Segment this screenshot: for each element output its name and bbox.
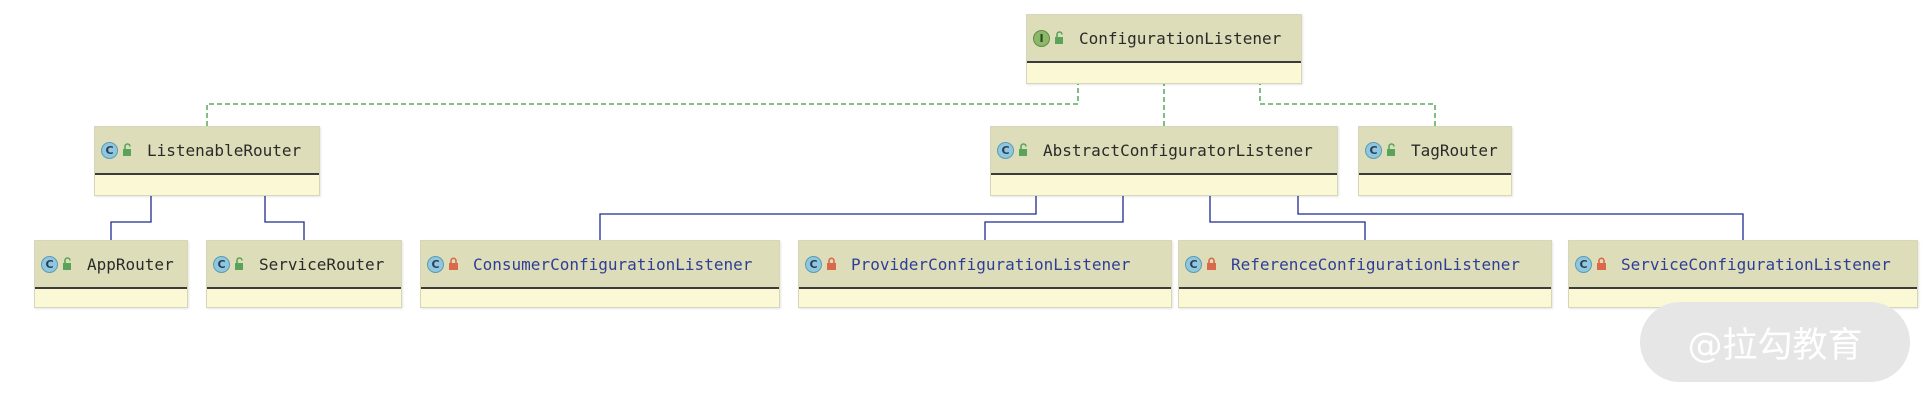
- node-body: [1027, 63, 1301, 101]
- private-access-icon: [1207, 257, 1216, 270]
- edge-app-router-to-listenable-router: [110, 184, 156, 240]
- node-label: AbstractConfiguratorListener: [1043, 140, 1313, 160]
- node-body: [95, 175, 319, 213]
- node-body: [207, 289, 401, 327]
- node-body: [799, 289, 1171, 327]
- node-body: [991, 175, 1337, 213]
- edge-service-configuration-listener-to-abstract-configurator-listener: [1293, 184, 1744, 240]
- class-icon: C: [1365, 141, 1382, 159]
- node-label: ConsumerConfigurationListener: [473, 254, 753, 274]
- node-label: ProviderConfigurationListener: [851, 254, 1131, 274]
- class-icon: C: [41, 255, 58, 273]
- private-access-icon: [1597, 257, 1606, 270]
- public-access-icon: [123, 143, 131, 156]
- node-label: ConfigurationListener: [1079, 28, 1282, 48]
- node-label: ReferenceConfigurationListener: [1231, 254, 1520, 274]
- node-provider-configuration-listener[interactable]: C ProviderConfigurationListener: [798, 240, 1172, 308]
- edge-provider-configuration-listener-to-abstract-configurator-listener: [984, 184, 1128, 240]
- node-reference-configuration-listener[interactable]: C ReferenceConfigurationListener: [1178, 240, 1552, 308]
- node-label: AppRouter: [87, 254, 174, 274]
- class-icon: C: [427, 255, 444, 273]
- public-access-icon: [63, 257, 71, 270]
- public-access-icon: [1387, 143, 1395, 156]
- node-label: ServiceRouter: [259, 254, 385, 274]
- node-label: TagRouter: [1411, 140, 1498, 160]
- public-access-icon: [235, 257, 243, 270]
- class-icon: C: [1575, 255, 1592, 273]
- edge-reference-configuration-listener-to-abstract-configurator-listener: [1205, 184, 1366, 240]
- node-body: [421, 289, 779, 327]
- class-icon: C: [101, 141, 118, 159]
- node-body: [1179, 289, 1551, 327]
- node-label: ServiceConfigurationListener: [1621, 254, 1891, 274]
- private-access-icon: [449, 257, 458, 270]
- watermark-badge: @拉勾教育: [1640, 302, 1910, 382]
- node-service-configuration-listener[interactable]: C ServiceConfigurationListener: [1568, 240, 1918, 308]
- node-app-router[interactable]: C AppRouter: [34, 240, 188, 308]
- interface-icon: I: [1033, 29, 1050, 47]
- node-service-router[interactable]: C ServiceRouter: [206, 240, 402, 308]
- public-access-icon: [1019, 143, 1027, 156]
- class-icon: C: [1185, 255, 1202, 273]
- node-listenable-router[interactable]: C ListenableRouter: [94, 126, 320, 196]
- private-access-icon: [827, 257, 836, 270]
- node-tag-router[interactable]: C TagRouter: [1358, 126, 1512, 196]
- watermark-text: @拉勾教育: [1687, 325, 1863, 366]
- edge-listenable-router-to-configuration-listener: [206, 72, 1083, 126]
- public-access-icon: [1055, 31, 1063, 44]
- class-icon: C: [805, 255, 822, 273]
- node-body: [1359, 175, 1511, 213]
- edge-tag-router-to-configuration-listener: [1255, 72, 1436, 126]
- edge-service-router-to-listenable-router: [260, 184, 305, 240]
- node-abstract-configurator-listener[interactable]: C AbstractConfiguratorListener: [990, 126, 1338, 196]
- node-configuration-listener[interactable]: I ConfigurationListener: [1026, 14, 1302, 84]
- node-label: ListenableRouter: [147, 140, 302, 160]
- class-icon: C: [213, 255, 230, 273]
- node-consumer-configuration-listener[interactable]: C ConsumerConfigurationListener: [420, 240, 780, 308]
- node-body: [35, 289, 187, 327]
- edge-consumer-configuration-listener-to-abstract-configurator-listener: [599, 184, 1041, 240]
- class-icon: C: [997, 141, 1014, 159]
